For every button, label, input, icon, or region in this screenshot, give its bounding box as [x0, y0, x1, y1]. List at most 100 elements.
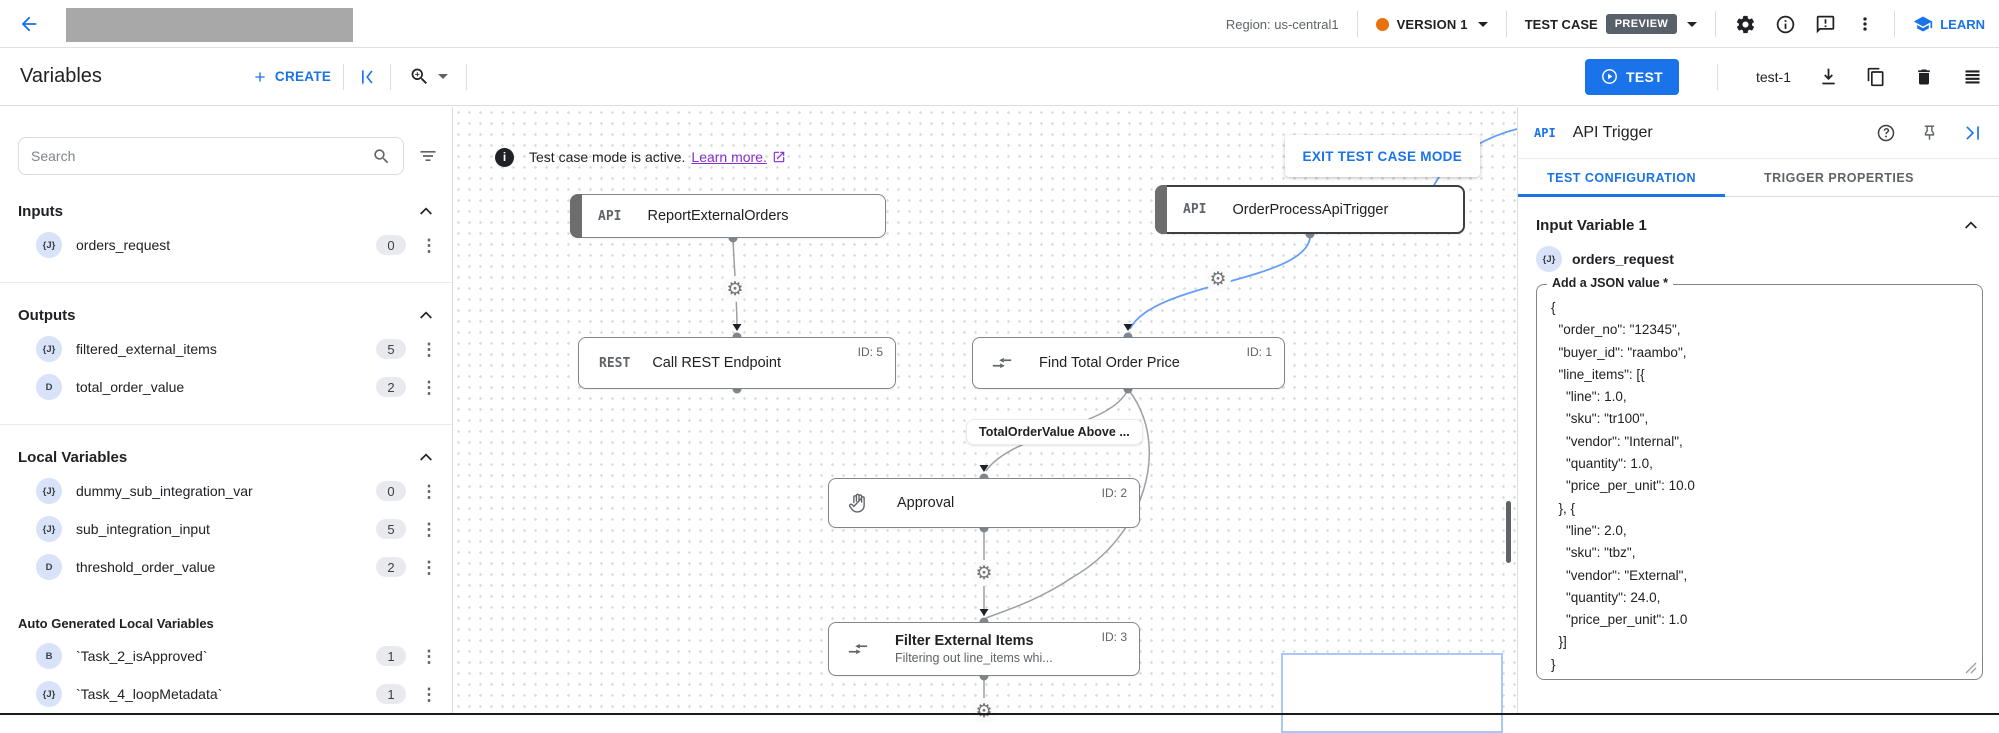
- variable-row[interactable]: {J} filtered_external_items 5 ⋮: [0, 330, 452, 368]
- kebab-menu-icon[interactable]: ⋮: [420, 377, 438, 397]
- chevron-up-icon[interactable]: [418, 204, 434, 220]
- usage-count-badge: 5: [376, 519, 406, 539]
- redacted-title-block: [66, 8, 353, 42]
- double-type-icon: D: [36, 374, 62, 400]
- divider: [1505, 11, 1507, 37]
- edge-settings-gear-icon[interactable]: ⚙: [1205, 266, 1231, 292]
- api-badge: API: [598, 208, 622, 224]
- test-case-banner: i Test case mode is active. Learn more. …: [495, 135, 1480, 179]
- download-icon[interactable]: [1817, 66, 1839, 88]
- test-case-name[interactable]: test-1: [1755, 68, 1791, 85]
- create-variable-button[interactable]: CREATE: [252, 69, 331, 85]
- double-type-icon: D: [36, 554, 62, 580]
- json-value-input[interactable]: Add a JSON value * { "order_no": "12345"…: [1536, 276, 1983, 680]
- learn-link[interactable]: LEARN: [1913, 14, 1985, 34]
- view-list-icon[interactable]: [1961, 66, 1983, 88]
- kebab-menu-icon[interactable]: ⋮: [420, 519, 438, 539]
- test-case-selector[interactable]: TEST CASE PREVIEW: [1525, 14, 1698, 34]
- section-header-auto-generated: Auto Generated Local Variables: [18, 616, 214, 631]
- version-selector[interactable]: VERSION 1: [1375, 17, 1488, 32]
- selection-box: [1281, 653, 1503, 733]
- exit-test-case-mode-button[interactable]: EXIT TEST CASE MODE: [1284, 135, 1480, 177]
- play-icon: [1602, 69, 1617, 84]
- section-header-local-variables: Local Variables: [0, 429, 452, 472]
- test-button[interactable]: TEST: [1585, 58, 1679, 95]
- trigger-accent-bar: [570, 194, 582, 238]
- json-value-text[interactable]: { "order_no": "12345", "buyer_id": "raam…: [1551, 300, 1695, 672]
- kebab-menu-icon[interactable]: ⋮: [420, 684, 438, 704]
- resize-handle[interactable]: [1965, 662, 1977, 674]
- test-case-label: TEST CASE: [1524, 16, 1598, 32]
- node-filter-external-items[interactable]: Filter External Items Filtering out line…: [828, 622, 1140, 676]
- data-mapping-icon: [991, 352, 1013, 374]
- variable-row[interactable]: B `Task_2_isApproved` 1 ⋮: [0, 637, 452, 675]
- node-report-external-orders[interactable]: API ReportExternalOrders: [570, 194, 886, 238]
- tab-test-configuration[interactable]: TEST CONFIGURATION: [1546, 170, 1697, 185]
- page-title: Variables: [20, 65, 102, 87]
- chevron-down-icon: [1477, 21, 1488, 27]
- node-order-process-api-trigger[interactable]: API OrderProcessApiTrigger: [1155, 185, 1465, 234]
- node-find-total-order-price[interactable]: Find Total Order Price ID: 1: [972, 337, 1285, 389]
- info-icon[interactable]: [1774, 13, 1796, 35]
- learn-more-link[interactable]: Learn more.: [691, 149, 767, 165]
- chevron-up-icon[interactable]: [418, 308, 434, 324]
- more-options-icon[interactable]: [1854, 13, 1876, 35]
- variable-row[interactable]: {J} dummy_sub_integration_var 0 ⋮: [0, 472, 452, 510]
- copy-icon[interactable]: [1865, 66, 1887, 88]
- api-badge: API: [1183, 202, 1207, 217]
- kebab-menu-icon[interactable]: ⋮: [420, 557, 438, 577]
- pin-icon[interactable]: [1920, 123, 1939, 142]
- json-type-icon: {J}: [36, 232, 62, 258]
- workflow-canvas[interactable]: i Test case mode is active. Learn more. …: [453, 107, 1517, 733]
- edge-settings-gear-icon[interactable]: ⚙: [971, 698, 997, 724]
- settings-gear-icon[interactable]: [1734, 13, 1756, 35]
- task-id-label: ID: 5: [857, 345, 883, 359]
- variable-row[interactable]: D total_order_value 2 ⋮: [0, 368, 452, 406]
- active-tab-underline: [1518, 194, 1725, 197]
- kebab-menu-icon[interactable]: ⋮: [420, 235, 438, 255]
- collapse-right-panel-icon[interactable]: [1963, 123, 1983, 143]
- top-app-bar: Region: us-central1 VERSION 1 TEST CASE …: [0, 0, 1999, 48]
- input-variable-title: Input Variable 1: [1536, 217, 1647, 234]
- chevron-up-icon[interactable]: [1963, 218, 1979, 234]
- learn-school-icon: [1914, 16, 1933, 32]
- variable-row[interactable]: D threshold_order_value 2 ⋮: [0, 548, 452, 586]
- tab-trigger-properties[interactable]: TRIGGER PROPERTIES: [1764, 170, 1914, 185]
- chevron-down-icon: [1687, 21, 1698, 27]
- node-subtitle: Filtering out line_items whi...: [895, 651, 1053, 665]
- edge-settings-gear-icon[interactable]: ⚙: [971, 560, 997, 586]
- edge-condition-label[interactable]: TotalOrderValue Above ...: [966, 419, 1143, 445]
- node-call-rest-endpoint[interactable]: REST Call REST Endpoint ID: 5: [578, 337, 896, 389]
- back-arrow-icon[interactable]: [18, 13, 40, 35]
- section-header-outputs: Outputs: [0, 287, 452, 330]
- kebab-menu-icon[interactable]: ⋮: [420, 339, 438, 359]
- edge-settings-gear-icon[interactable]: ⚙: [722, 276, 748, 302]
- usage-count-badge: 5: [376, 339, 406, 359]
- variable-row[interactable]: {J} `Task_4_loopMetadata` 1 ⋮: [0, 675, 452, 713]
- search-input[interactable]: [31, 148, 372, 164]
- api-badge: API: [1534, 125, 1556, 140]
- variable-row[interactable]: {J} orders_request 0 ⋮: [0, 226, 452, 264]
- json-type-icon: {J}: [36, 336, 62, 362]
- json-type-icon: {J}: [1536, 246, 1562, 272]
- canvas-scrollbar[interactable]: [1506, 501, 1511, 563]
- node-approval[interactable]: Approval ID: 2: [828, 478, 1140, 528]
- kebab-menu-icon[interactable]: ⋮: [420, 481, 438, 501]
- task-id-label: ID: 1: [1246, 345, 1272, 359]
- variable-row[interactable]: {J} sub_integration_input 5 ⋮: [0, 510, 452, 548]
- info-filled-icon: i: [495, 147, 514, 167]
- kebab-menu-icon[interactable]: ⋮: [420, 646, 438, 666]
- delete-icon[interactable]: [1913, 66, 1935, 88]
- collapse-left-panel-icon[interactable]: [356, 66, 378, 88]
- window-bottom-edge: [0, 713, 1999, 715]
- boolean-type-icon: B: [36, 643, 62, 669]
- chevron-up-icon[interactable]: [418, 450, 434, 466]
- zoom-control[interactable]: [403, 66, 454, 87]
- feedback-icon[interactable]: [1814, 13, 1836, 35]
- divider: [0, 424, 452, 425]
- help-icon[interactable]: [1876, 123, 1896, 143]
- json-field-label: Add a JSON value *: [1547, 276, 1674, 290]
- sort-icon[interactable]: [418, 146, 438, 166]
- usage-count-badge: 1: [376, 646, 406, 666]
- search-icon: [374, 148, 389, 163]
